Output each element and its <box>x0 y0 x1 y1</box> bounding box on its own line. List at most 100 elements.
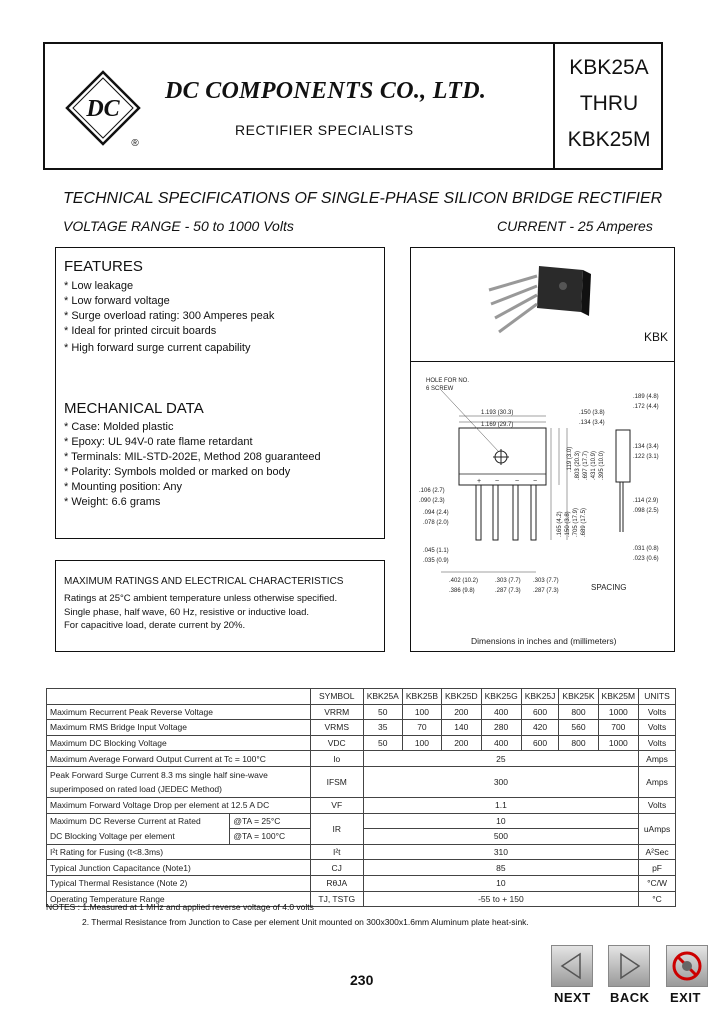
arrow-left-icon <box>560 952 581 980</box>
table-row: Maximum Recurrent Peak Reverse Voltage V… <box>46 703 676 721</box>
mechanical-item: * Weight: 6.6 grams <box>64 496 161 508</box>
dim-label: .395 (10.0) <box>599 451 605 480</box>
features-box: FEATURES * Low leakage * Low forward vol… <box>55 247 385 539</box>
cell: 800 <box>558 734 599 752</box>
dim-label: .431 (10.9) <box>591 451 597 480</box>
table-row: Maximum RMS Bridge Input Voltage VRMS 35… <box>46 719 676 736</box>
cell: 280 <box>480 719 522 736</box>
dim-label: .094 (2.4) <box>423 510 449 516</box>
row-label: superimposed on rated load (JEDEC Method… <box>50 783 222 794</box>
row-unit: Volts <box>638 734 676 752</box>
spec-table-body: SYMBOL KBK25A KBK25B KBK25D KBK25G KBK25… <box>45 688 676 908</box>
dim-label: .035 (0.9) <box>423 558 449 564</box>
dim-label: .705 (17.9) <box>573 508 579 537</box>
dim-label: .106 (2.7) <box>419 488 445 494</box>
dim-label: .287 (7.3) <box>533 588 559 594</box>
row-unit: Volts <box>638 796 676 814</box>
row-unit: pF <box>638 859 676 876</box>
features-heading: FEATURES <box>64 258 143 275</box>
table-row: Maximum Forward Voltage Drop per element… <box>46 796 676 814</box>
note-line: NOTES : 1.Measured at 1 MHz and applied … <box>46 902 314 912</box>
cell: 1.1 <box>362 796 640 814</box>
table-row: Typical Thermal Resistance (Note 2) RθJA… <box>46 874 676 892</box>
row-symbol: IR <box>309 812 364 845</box>
cell: 200 <box>441 703 482 721</box>
row-label: Maximum Recurrent Peak Reverse Voltage <box>46 703 311 721</box>
row-label: Typical Junction Capacitance (Note1) <box>46 859 311 876</box>
notes: NOTES : 1.Measured at 1 MHz and applied … <box>46 900 529 930</box>
dim-label: .150 (3.8) <box>579 410 605 416</box>
table-row: Peak Forward Surge Current 8.3 ms single… <box>46 765 676 798</box>
back-label[interactable]: BACK <box>610 990 650 1005</box>
package-photo <box>488 266 591 334</box>
row-symbol: I²t <box>309 843 364 861</box>
table-row: I²t Rating for Fusing (t<8.3ms) I²t 310 … <box>46 843 676 861</box>
svg-text:+: + <box>477 478 481 485</box>
table-header: KBK25G <box>480 688 522 705</box>
table-header: KBK25K <box>558 688 599 705</box>
table-header: KBK25J <box>520 688 560 705</box>
dim-label: 1.193 (30.3) <box>481 410 513 416</box>
ratings-heading: MAXIMUM RATINGS AND ELECTRICAL CHARACTER… <box>64 576 344 587</box>
row-unit: A²Sec <box>638 843 676 861</box>
voltage-range: VOLTAGE RANGE - 50 to 1000 Volts <box>63 218 294 234</box>
cell: 420 <box>520 719 560 736</box>
row-label: DC Blocking Voltage per element <box>50 830 175 841</box>
company-logo: DC ® <box>65 70 141 148</box>
row-symbol: Io <box>309 750 364 767</box>
dim-label: .090 (2.3) <box>419 498 445 504</box>
back-button[interactable] <box>608 945 650 987</box>
dim-label: .122 (3.1) <box>633 454 659 460</box>
dim-label: .402 (10.2) <box>449 578 478 584</box>
header-box: DC ® DC COMPONENTS CO., LTD. RECTIFIER S… <box>43 42 663 170</box>
company-name: DC COMPONENTS CO., LTD. <box>165 78 487 104</box>
row-unit: Volts <box>638 703 676 721</box>
table-header: KBK25D <box>441 688 482 705</box>
dim-label: .119 (3.0) <box>567 447 573 472</box>
cell: 400 <box>480 703 522 721</box>
cell: 1000 <box>597 703 640 721</box>
dim-label: .303 (7.7) <box>533 578 559 584</box>
dimension-footer: Dimensions in inches and (millimeters) <box>471 636 617 646</box>
exit-button[interactable] <box>666 945 708 987</box>
dim-label: .078 (2.0) <box>423 520 449 526</box>
cell: 50 <box>362 703 403 721</box>
dimension-box: ~ ~ + − HOLE FOR NO. 6 SCREW 1.193 (30.3… <box>410 362 675 652</box>
mechanical-item: * Mounting position: Any <box>64 481 183 493</box>
table-header-row: SYMBOL KBK25A KBK25B KBK25D KBK25G KBK25… <box>46 688 676 705</box>
package-image-box: KBK <box>410 247 675 362</box>
next-label[interactable]: NEXT <box>554 990 591 1005</box>
row-condition: @TA = 25°C <box>229 812 311 830</box>
cell: 10 <box>362 812 640 830</box>
svg-text:−: − <box>533 478 537 485</box>
row-symbol: VF <box>309 796 364 814</box>
mechanical-heading: MECHANICAL DATA <box>64 400 204 417</box>
no-entry-icon <box>672 951 702 981</box>
cell: 25 <box>362 750 640 767</box>
ratings-line: For capacitive load, derate current by 2… <box>64 620 246 631</box>
row-unit: uAmps <box>638 812 676 845</box>
row-symbol: RθJA <box>309 874 364 892</box>
cell: 35 <box>362 719 403 736</box>
dimension-drawing: ~ ~ + − HOLE FOR NO. 6 SCREW 1.193 (30.3… <box>419 378 659 646</box>
current-rating: CURRENT - 25 Amperes <box>497 218 653 234</box>
dim-label: .689 (17.5) <box>581 508 587 537</box>
header-divider <box>553 44 555 168</box>
exit-label[interactable]: EXIT <box>670 990 701 1005</box>
dim-label: .023 (0.6) <box>633 556 659 562</box>
row-symbol: IFSM <box>309 765 364 798</box>
row-label: Typical Thermal Resistance (Note 2) <box>46 874 311 892</box>
next-button[interactable] <box>551 945 593 987</box>
dim-label: .031 (0.8) <box>633 546 659 552</box>
feature-item: * Ideal for printed circuit boards <box>64 325 217 337</box>
cell: 70 <box>401 719 443 736</box>
cell: 10 <box>362 874 640 892</box>
svg-text:~: ~ <box>495 478 499 485</box>
dim-label: .386 (9.8) <box>449 588 475 594</box>
mechanical-item: * Case: Molded plastic <box>64 421 174 433</box>
page-number: 230 <box>350 972 374 988</box>
cell: 600 <box>520 703 560 721</box>
row-symbol: VRMS <box>309 719 364 736</box>
table-header: KBK25A <box>362 688 403 705</box>
mechanical-item: * Terminals: MIL-STD-202E, Method 208 gu… <box>64 451 321 463</box>
